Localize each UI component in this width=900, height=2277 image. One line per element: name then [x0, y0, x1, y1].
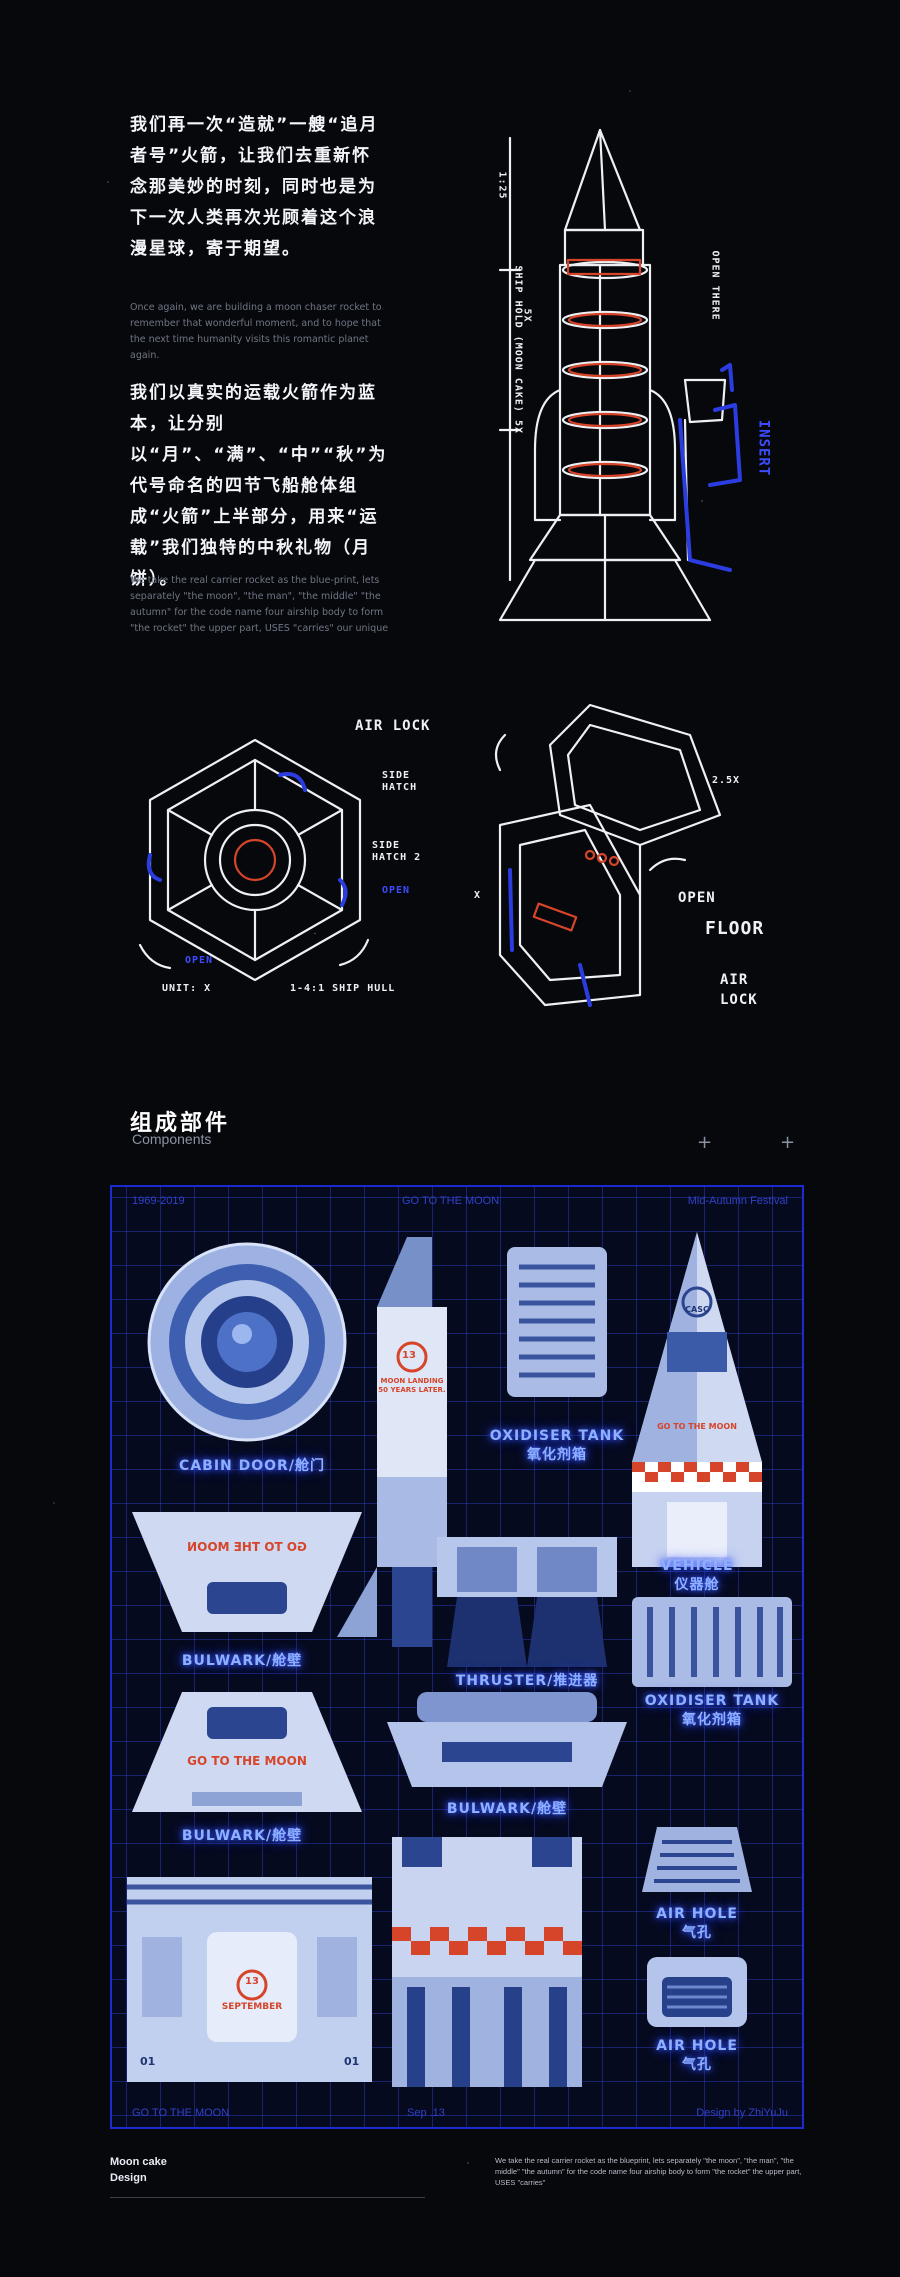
bulwark-mirrored-text: GO TO THE MOON	[187, 1540, 307, 1554]
rocket-ship-hold-label: SHIP HOLD (MOON CAKE) 5X	[512, 265, 524, 435]
vehicle-label: VEHICLE 仪器舱	[622, 1557, 772, 1595]
oxidiser-tank-2-label: OXIDISER TANK 氧化剂箱	[632, 1692, 792, 1730]
thruster-part	[437, 1537, 617, 1667]
intro-en-paragraph-2: We take the real carrier rocket as the b…	[130, 575, 389, 634]
air-hole-1-label-cn: 气孔	[682, 1925, 712, 1941]
components-subtitle: Components	[132, 1131, 212, 1147]
unit-label: UNIT: X	[162, 983, 212, 994]
cabin-door-part	[147, 1242, 347, 1442]
ship-hull-label: 1-4:1 SHIP HULL	[290, 983, 396, 994]
checkered-module-part	[392, 1837, 582, 2087]
september-text: SEPTEMBER	[221, 2002, 283, 2012]
air-hole-2-part	[647, 1957, 747, 2027]
oxidiser-tank-1-label-cn: 氧化剂箱	[527, 1447, 587, 1463]
air-hole-1-part	[642, 1827, 752, 1892]
side-hatch-2-label: SIDE HATCH 2	[372, 840, 422, 863]
floor-label: FLOOR	[705, 918, 765, 939]
frame-top-right: Mid-Autumn Festival	[687, 1195, 788, 1207]
casc-text: CASC	[685, 1305, 709, 1314]
frame-bottom-left: GO TO THE MOON	[132, 2107, 230, 2119]
oxidiser-tank-1-label-en: OXIDISER TANK	[489, 1428, 625, 1444]
air-lock-label: AIR LOCK	[355, 718, 431, 734]
intro-cn-paragraph-2: 我们以真实的运载火箭作为蓝本，让分别以“月”、“满”、“中”“秋”为代号命名的四…	[130, 383, 388, 589]
bulwark-1-part	[132, 1512, 362, 1632]
bulwark-go-to-the-moon: GO TO THE MOON	[187, 1754, 307, 1768]
bulwark-3-part	[387, 1692, 627, 1787]
footer-left-line-2: Design	[110, 2172, 147, 2184]
air-hole-1-label: AIR HOLE 气孔	[627, 1905, 767, 1943]
dim-2-5x-label: 2.5X	[712, 775, 741, 786]
air-hole-2-label: AIR HOLE 气孔	[627, 2037, 767, 2075]
oxidiser-tank-2-label-cn: 氧化剂箱	[682, 1712, 742, 1728]
air-hole-1-label-en: AIR HOLE	[656, 1906, 738, 1922]
components-title: 组成部件	[130, 1111, 231, 1136]
rocket-open-there-label: OPEN THERE	[709, 250, 721, 321]
plus-icon: +	[697, 1132, 713, 1153]
frame-bottom-center: Sep .13	[407, 2107, 445, 2119]
intro-cn-paragraph-1: 我们再一次“造就”一艘“追月者号”火箭，让我们去重新怀念那美妙的时刻，同时也是为…	[130, 115, 379, 259]
frame-top-center: GO TO THE MOON	[402, 1195, 500, 1207]
oxidiser-tank-1-label: OXIDISER TANK 氧化剂箱	[482, 1427, 632, 1465]
oxidiser-tank-2-part	[632, 1597, 792, 1687]
rocket-scale-label: 1:25	[496, 171, 508, 200]
hexagon-cross-section-sketch	[138, 738, 370, 982]
hatch-number-right: 01	[344, 2055, 360, 2068]
thruster-label: THRUSTER/推进器	[455, 1673, 599, 1689]
frame-top-left: 1969-2019	[132, 1195, 185, 1207]
side-hatch-label: SIDE HATCH	[382, 770, 418, 793]
open-blue-label-bottom: OPEN	[185, 955, 214, 966]
rocket-body-part	[337, 1237, 447, 1647]
vehicle-label-cn: 仪器舱	[674, 1577, 720, 1593]
bulwark-1-label: BULWARK/舱壁	[181, 1653, 303, 1669]
vehicle-label-en: VEHICLE	[660, 1558, 734, 1574]
cabin-door-label: CABIN DOOR/舱门	[179, 1458, 325, 1474]
footer-left-text: Moon cake Design	[110, 2154, 167, 2186]
intro-en-paragraph-1: Once again, we are building a moon chase…	[130, 302, 382, 361]
oxidiser-tank-2-label-en: OXIDISER TANK	[644, 1693, 780, 1709]
oxidiser-tank-1-part	[507, 1247, 607, 1397]
footer-divider	[110, 2197, 425, 2198]
open-blue-label-right: OPEN	[382, 885, 411, 896]
september-number: 13	[245, 1976, 259, 1987]
open-label: OPEN	[678, 890, 716, 906]
moon-landing-text: MOON LANDING 50 YEARS LATER.	[378, 1377, 446, 1394]
isometric-module-sketch	[494, 703, 722, 1007]
air-lock-2-label: AIR LOCK	[720, 972, 758, 1008]
hatch-module-part	[127, 1877, 372, 2082]
components-blueprint-frame: 1969-2019 GO TO THE MOON Mid-Autumn Fest…	[110, 1185, 804, 2129]
frame-bottom-right: Design by ZhiYuJu	[696, 2107, 788, 2119]
nose-cone-part	[632, 1232, 762, 1567]
bulwark-2-label: BULWARK/舱壁	[446, 1801, 568, 1817]
plus-icon: +	[780, 1132, 796, 1153]
air-hole-2-label-en: AIR HOLE	[656, 2038, 738, 2054]
bulwark-3-label: BULWARK/舱壁	[181, 1828, 303, 1844]
hatch-number-left: 01	[140, 2055, 156, 2068]
nose-go-to-the-moon: GO TO THE MOON	[657, 1422, 737, 1431]
air-hole-2-label-cn: 气孔	[682, 2057, 712, 2073]
bulwark-2-part	[132, 1692, 362, 1812]
rocket-blueprint-sketch	[498, 128, 742, 622]
moon-landing-number: 13	[402, 1350, 416, 1361]
footer-right-text: We take the real carrier rocket as the b…	[495, 2156, 802, 2187]
dim-x-label: X	[474, 890, 482, 901]
footer-left-line-1: Moon cake	[110, 2156, 167, 2168]
rocket-insert-label: INSERT	[755, 419, 772, 477]
rocket-5x-label: 5X	[521, 308, 533, 323]
